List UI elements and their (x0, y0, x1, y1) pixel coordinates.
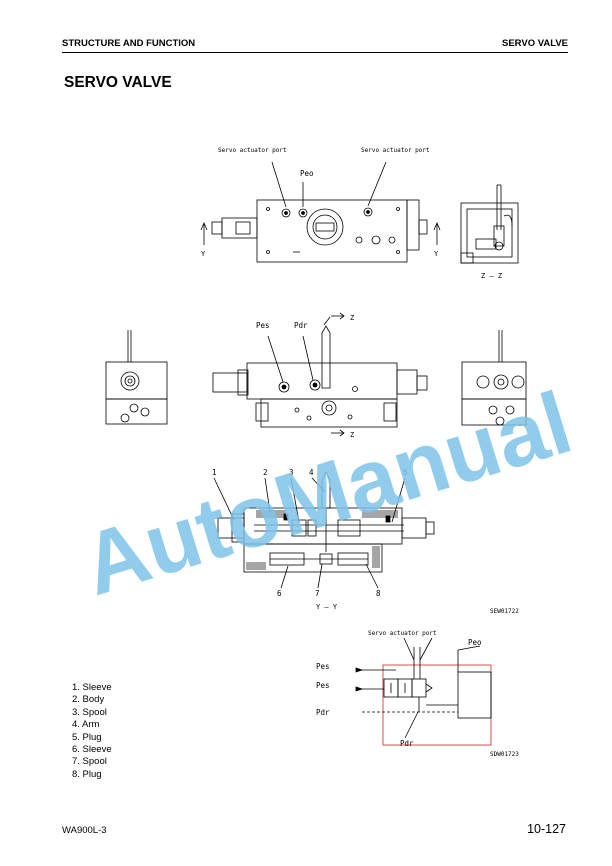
left-side-drawing (105, 330, 168, 425)
label-servo-port-1: Servo actuator port (218, 147, 287, 154)
label-pes-schematic-1: Pes (316, 662, 330, 671)
parts-list-item: 3. Spool (72, 706, 107, 718)
label-section-yy: Y – Y (316, 603, 338, 611)
callout-5: 5 (403, 468, 408, 477)
header-section: STRUCTURE AND FUNCTION (62, 38, 196, 49)
footer-model: WA900L-3 (62, 825, 107, 836)
figure-code-1: SEW01722 (490, 608, 519, 615)
section-yy-drawing (213, 471, 435, 589)
label-servo-port-2: Servo actuator port (361, 147, 430, 154)
figure-code-2: SDW01723 (490, 751, 519, 758)
parts-list-item: 4. Arm (72, 719, 100, 731)
callout-7: 7 (315, 589, 320, 598)
right-side-drawing (461, 330, 527, 426)
parts-list-item: 6. Sleeve (72, 744, 112, 756)
footer-page-number: 10-127 (527, 822, 566, 836)
callout-8: 8 (376, 589, 381, 598)
parts-list-item: 7. Spool (72, 756, 107, 768)
watermark-text: AutoManual (72, 372, 582, 614)
hydraulic-schematic (355, 637, 492, 746)
label-section-zz: Z – Z (481, 272, 502, 280)
label-pes-schematic-2: Pes (316, 681, 330, 690)
page-header: STRUCTURE AND FUNCTION SERVO VALVE (62, 38, 568, 53)
callout-6: 6 (277, 589, 282, 598)
top-view-drawing (200, 161, 441, 263)
label-y-left: Y (201, 250, 206, 258)
label-pes-front: Pes (256, 321, 270, 330)
parts-list-item: 1. Sleeve (72, 682, 112, 693)
callout-2: 2 (263, 468, 268, 477)
header-topic: SERVO VALVE (502, 38, 568, 49)
callout-4: 4 (309, 468, 314, 477)
label-pdr-schematic-2: Pdr (400, 739, 414, 748)
parts-list-item: 2. Body (72, 694, 105, 706)
label-peo-top: Peo (300, 169, 314, 178)
front-view-drawing (212, 312, 428, 437)
callout-1: 1 (212, 468, 217, 477)
label-peo-schematic: Peo (468, 638, 482, 647)
section-zz-drawing (460, 184, 519, 264)
label-pdr-front: Pdr (294, 321, 308, 330)
parts-list: 1. Sleeve 2. Body 3. Spool 4. Arm 5. Plu… (72, 682, 112, 781)
parts-list-item: 5. Plug (72, 731, 102, 743)
label-z-bottom: Z (350, 431, 354, 439)
parts-list-item: 8. Plug (72, 768, 102, 780)
label-y-right: Y (434, 250, 439, 258)
page-title: SERVO VALVE (64, 74, 172, 91)
label-pdr-schematic-1: Pdr (316, 708, 330, 717)
label-servo-port-schematic: Servo actuator port (368, 630, 437, 637)
drawing-labels: Servo actuator port Servo actuator port … (201, 147, 519, 758)
section-hatching (246, 510, 398, 570)
callout-3: 3 (289, 468, 294, 477)
label-z-top: Z (350, 314, 354, 322)
